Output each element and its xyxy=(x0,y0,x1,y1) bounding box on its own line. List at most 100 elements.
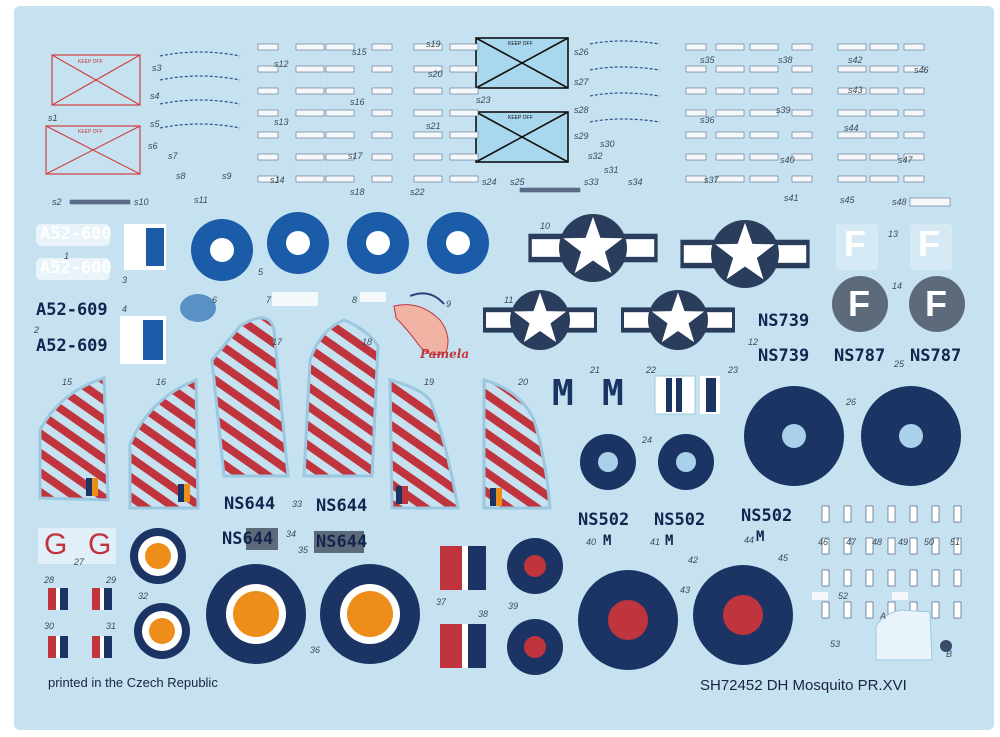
stencil-placard xyxy=(791,175,813,183)
instrument-decal xyxy=(843,537,852,555)
serial-ns739-1: NS739 xyxy=(758,311,810,331)
instrument-decal xyxy=(953,601,962,619)
decal-number-39: 39 xyxy=(508,601,519,611)
stencil-placard xyxy=(903,43,925,51)
fin-flash-23 xyxy=(700,376,720,414)
stencil-number-s13: s13 xyxy=(274,117,289,127)
fin-flash-22 xyxy=(654,375,696,415)
decal-number-47: 47 xyxy=(846,537,857,547)
letter-m-41: M xyxy=(665,533,674,549)
stencil-placard xyxy=(413,109,443,117)
keep-off-s6: KEEP OFF xyxy=(78,129,103,135)
stencil-placard xyxy=(749,109,779,117)
stencil-placard xyxy=(371,131,393,139)
stencil-placard xyxy=(749,175,779,183)
stencil-placard xyxy=(715,153,745,161)
stencil-number-s5: s5 xyxy=(150,119,160,129)
stencil-placard xyxy=(257,109,279,117)
stencil-block xyxy=(45,54,141,175)
serial-ns644-3: NS644 xyxy=(222,529,274,549)
decal-number-35: 35 xyxy=(298,545,309,555)
roundel-5-4 xyxy=(427,212,489,274)
stencil-number-s41: s41 xyxy=(784,193,799,203)
instrument-decal xyxy=(887,537,896,555)
instrument-decal xyxy=(843,601,852,619)
stencil-placard xyxy=(837,109,867,117)
stencil-placard xyxy=(715,131,745,139)
stencil-placard xyxy=(903,131,925,139)
fin-tip-flashes xyxy=(86,478,502,506)
stencil-number-s45: s45 xyxy=(840,195,855,205)
stencil-placard xyxy=(791,131,813,139)
stencil-placard xyxy=(837,153,867,161)
us-star-bar-10b xyxy=(680,220,810,288)
stencil-placard xyxy=(413,153,443,161)
stencil-number-s11: s11 xyxy=(194,195,208,205)
nose-art-name: Pamela xyxy=(420,347,470,361)
stencil-placard xyxy=(257,87,279,95)
roundel-32a xyxy=(130,528,186,584)
stencil-number-s23: s23 xyxy=(476,95,491,105)
serial-ns644-4: NS644 xyxy=(316,532,368,552)
stencil-number-s4: s4 xyxy=(150,91,160,101)
stencil-line-s25 xyxy=(519,187,581,193)
roundel-39a xyxy=(507,538,563,594)
letter-g-2: G xyxy=(88,528,112,561)
decal-number-49: 49 xyxy=(898,537,909,547)
decal-number-45: 45 xyxy=(778,553,789,563)
stencil-number-s9: s9 xyxy=(222,171,232,181)
stencil-number-s30: s30 xyxy=(600,139,615,149)
letter-f-13a: F xyxy=(844,223,866,264)
roundel-36b xyxy=(320,564,420,664)
stencil-placard xyxy=(749,65,779,73)
serial-a52-600-2: A52-600 xyxy=(40,258,112,278)
serial-ns644-1: NS644 xyxy=(224,494,276,514)
stencil-number-s6: s6 xyxy=(148,141,158,151)
decal-number-26: 26 xyxy=(846,397,857,407)
us-star-bar-10a xyxy=(528,214,658,282)
roundels-5 xyxy=(191,212,489,281)
serial-ns644-2: NS644 xyxy=(316,496,368,516)
decal-number-7: 7 xyxy=(266,295,272,305)
decal-number-13: 13 xyxy=(888,229,899,239)
decal-number-41: 41 xyxy=(650,537,661,547)
stencil-number-s36: s36 xyxy=(700,115,715,125)
decal-number-5: 5 xyxy=(258,267,264,277)
letter-f-13b: F xyxy=(918,223,940,264)
stencil-placard xyxy=(869,109,899,117)
stencil-placard xyxy=(837,175,867,183)
stencil-placard xyxy=(449,109,479,117)
stencil-placard xyxy=(903,153,925,161)
instrument-decals xyxy=(812,505,962,619)
stencil-placard xyxy=(449,153,479,161)
stencil-placard xyxy=(903,65,925,73)
stencil-placard xyxy=(295,65,325,73)
stencil-number-s27: s27 xyxy=(574,77,589,87)
stencil-number-s33: s33 xyxy=(584,177,599,187)
instrument-decal xyxy=(887,505,896,523)
serial-a52-600-1: A52-600 xyxy=(40,224,112,244)
stencil-placard xyxy=(791,153,813,161)
instrument-decal xyxy=(931,569,940,587)
roundel-43a xyxy=(578,570,678,670)
keep-off-s1: KEEP OFF xyxy=(78,59,103,65)
decal-number-10: 10 xyxy=(540,221,551,231)
decal-number-51: 51 xyxy=(950,537,961,547)
letter-m-21b: M xyxy=(602,373,624,414)
stencil-7 xyxy=(272,292,318,306)
letter-f-13 xyxy=(836,224,952,270)
roundel-32b xyxy=(134,603,190,659)
stencil-placard xyxy=(749,131,779,139)
stencil-number-s2: s2 xyxy=(52,197,62,207)
instrument-decal xyxy=(865,569,874,587)
stencil-number-s46: s46 xyxy=(914,65,929,75)
stencil-number-s16: s16 xyxy=(350,97,365,107)
decal-number-29: 29 xyxy=(106,575,117,585)
stencil-placard xyxy=(295,87,325,95)
stencil-number-s42: s42 xyxy=(848,55,863,65)
stencil-placard xyxy=(837,131,867,139)
instrument-decal xyxy=(843,569,852,587)
stencil-placard xyxy=(685,153,707,161)
instrument-decal xyxy=(931,537,940,555)
stencil-number-s34: s34 xyxy=(628,177,643,187)
